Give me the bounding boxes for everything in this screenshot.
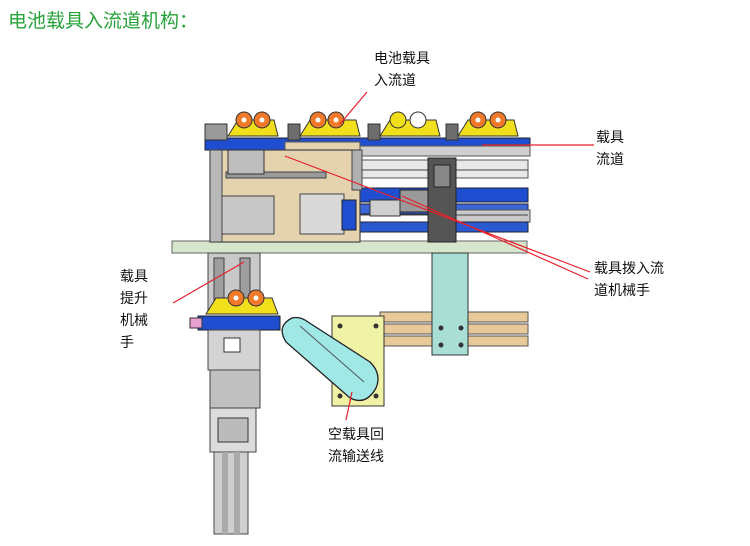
lift-column [189,252,281,535]
label-line: 道机械手 [594,283,650,299]
label-carrier-lift-robot: 载具 提升 机械 手 [120,266,148,354]
label-line: 电池载具 [374,51,430,67]
label-line: 入流道 [374,73,416,89]
label-line: 载具 [120,269,148,285]
label-carrier-push-robot: 载具拨入流 道机械手 [594,258,664,302]
label-line: 载具 [596,130,624,146]
support-plate-cyan [431,252,469,356]
page-title: 电池载具入流道机构： [8,10,199,32]
return-conveyor [281,252,529,407]
label-empty-carrier-return: 空载具回 流输送线 [328,424,384,468]
lift-carrier [205,289,279,315]
label-line: 提升 [120,291,148,307]
leader-lines [172,91,594,421]
label-battery-carrier-entry: 电池载具 入流道 [374,48,430,92]
work-table-plate [171,240,528,254]
label-line: 机械 [120,313,148,329]
label-line: 手 [120,335,134,351]
label-line: 空载具回 [328,427,384,443]
label-line: 流输送线 [328,449,384,465]
label-line: 载具拨入流 [594,261,664,277]
label-line: 流道 [596,152,624,168]
label-carrier-channel: 载具 流道 [596,127,624,171]
top-carriers [204,111,519,141]
